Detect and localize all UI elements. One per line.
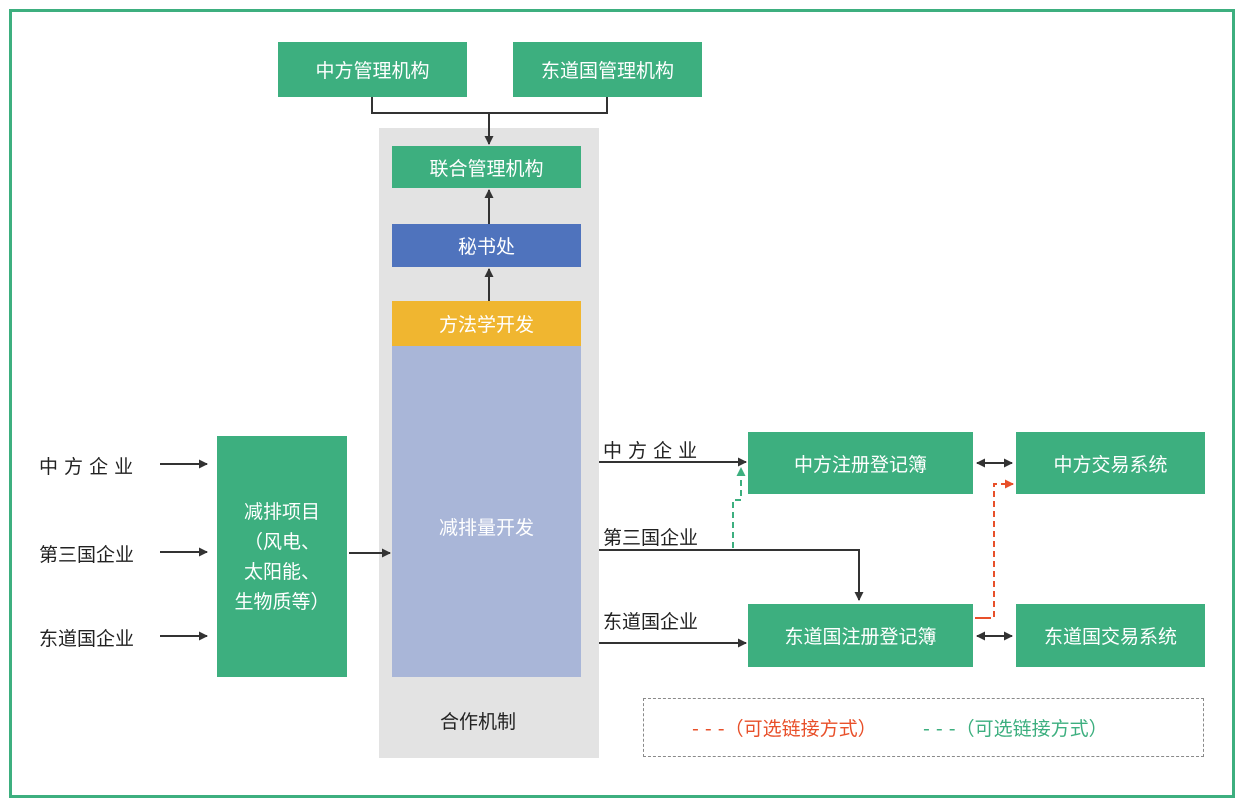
methodology-box: 方法学开发: [392, 301, 581, 346]
right-label-host: 东道国企业: [603, 611, 699, 633]
host-registry-box: 东道国注册登记簿: [748, 604, 973, 667]
project-line-4: 生物质等）: [234, 590, 330, 613]
host-admin-box: 东道国管理机构: [513, 42, 702, 97]
cn-admin-box: 中方管理机构: [278, 42, 467, 97]
arrow-third-to-host-registry: [599, 549, 864, 601]
diagram-frame: [9, 9, 1235, 798]
joint-admin-box: 联合管理机构: [392, 146, 581, 188]
cn-trading-box: 中方交易系统: [1016, 432, 1205, 494]
admin-merge-line: [371, 97, 608, 114]
optional-link-green: [732, 467, 746, 548]
host-trading-box: 东道国交易系统: [1016, 604, 1205, 667]
legend-red-entry: - - -（可选链接方式）: [692, 714, 877, 741]
left-input-host: 东道国企业: [39, 628, 135, 650]
left-input-third: 第三国企业: [39, 544, 135, 566]
cn-registry-box: 中方注册登记簿: [748, 432, 973, 494]
left-input-cn: 中 方 企 业: [39, 456, 134, 478]
right-label-third: 第三国企业: [603, 527, 699, 549]
emission-project-box: 减排项目 （风电、 太阳能、 生物质等）: [217, 436, 347, 677]
project-line-3: 太阳能、: [243, 560, 320, 583]
secretariat-box: 秘书处: [392, 224, 581, 267]
optional-link-red: [975, 479, 1014, 619]
reduction-development-box: 减排量开发: [392, 346, 581, 677]
mechanism-label: 合作机制: [440, 711, 517, 733]
reduction-development-label: 减排量开发: [438, 517, 534, 539]
project-line-2: （风电、: [243, 530, 320, 553]
legend-red-text: - - -（可选链接方式）: [692, 718, 877, 740]
legend-green-entry: - - -（可选链接方式）: [923, 714, 1108, 741]
project-line-1: 减排项目: [243, 500, 320, 523]
legend-green-text: - - -（可选链接方式）: [923, 718, 1108, 740]
right-label-cn: 中 方 企 业: [603, 440, 698, 462]
legend-box: [643, 698, 1204, 757]
